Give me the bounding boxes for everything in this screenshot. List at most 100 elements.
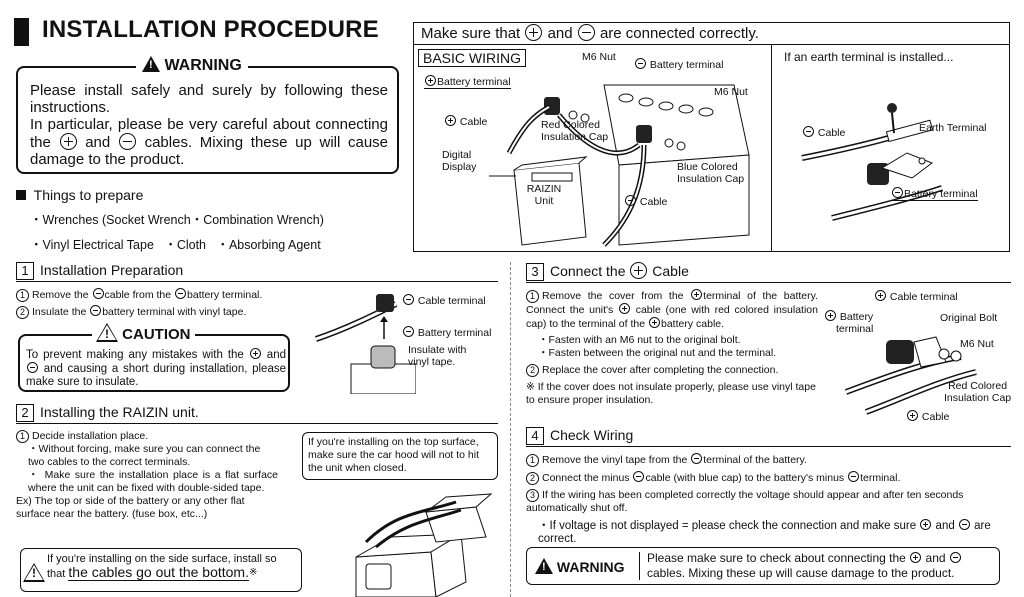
section-3-bullet-1: ・Fasten with an M6 nut to the original b… [538,334,741,346]
minus-icon [92,288,104,299]
s3-label-cable-terminal: Cable terminal [874,290,958,303]
plus-icon [649,317,660,328]
plus-icon [825,310,836,321]
minus-icon [90,305,102,316]
section-2-example: Ex) The top or side of the battery or an… [16,495,245,520]
bottom-warning-box: WARNING Please make sure to check about … [526,547,1000,585]
top-warning-heading: WARNING [136,56,248,75]
minus-icon [635,58,646,69]
plus-icon [525,24,543,41]
plus-icon [445,115,456,126]
s3-label-original-bolt: Original Bolt [940,312,998,324]
minus-icon [625,195,636,206]
page-title: INSTALLATION PROCEDURE [42,16,379,43]
minus-icon [633,471,645,482]
minus-icon [848,471,860,482]
basic-wiring-illustration [489,84,750,247]
s1-label-cable-terminal: Cable terminal [402,294,486,307]
warning-icon [535,558,553,574]
plus-icon [619,303,630,314]
section-2-bullet-1: ・Without forcing, make sure you can conn… [28,443,261,468]
earth-illustration [801,103,943,221]
section-1-illustration [315,294,416,394]
caution-icon [23,563,45,582]
wiring-divider [771,45,772,252]
minus-icon [577,24,595,41]
label-m6-nut-2: M6 Nut [714,86,748,98]
plus-icon [910,552,922,563]
minus-icon [803,126,814,137]
basic-wiring-title: BASIC WIRING [418,49,527,67]
minus-icon [958,519,970,530]
plus-icon [249,348,261,359]
label-cable-2: Cable [624,195,667,208]
caution-box: CAUTION To prevent making any mistakes w… [18,323,290,392]
warning-icon [142,56,160,72]
label-pos-terminal: Battery terminal [424,75,511,89]
basic-wiring-panel: Make sure that and are connected correct… [413,22,1010,252]
section-3-bullet-2: ・Fasten between the original nut and the… [538,347,777,359]
minus-icon [118,133,136,150]
plus-icon [875,290,886,301]
bottom-warning-divider [639,552,640,580]
caution-text: To prevent making any mistakes with the … [26,348,286,388]
plus-icon [907,410,918,421]
column-divider [510,262,511,597]
bottom-warning-label: WARNING [535,558,625,575]
top-warning-text: Please install safely and surely by foll… [30,82,389,168]
title-bar-mark [14,18,29,46]
section-4-bullet: ・If voltage is not displayed = please ch… [538,519,991,545]
side-surface-note: If you're installing on the side surface… [20,548,302,592]
minus-icon [691,453,703,464]
minus-icon [175,288,187,299]
minus-icon [403,294,414,305]
bottom-warning-text: Please make sure to check about connecti… [647,551,997,581]
s3-label-m6-nut: M6 Nut [960,338,994,350]
label-earth-terminal: Earth Terminal [919,122,987,134]
caution-icon [96,323,118,342]
label-earth-cable: Cable [802,126,845,139]
label-earth-battery-terminal: Battery terminal [891,187,978,201]
title-block: INSTALLATION PROCEDURE [14,16,394,48]
minus-icon [892,187,903,198]
plus-icon [920,519,932,530]
top-surface-note: If you're installing on the top surface,… [302,432,498,480]
label-m6-nut: M6 Nut [582,51,616,63]
earth-title: If an earth terminal is installed... [784,50,954,64]
plus-icon [630,262,648,279]
s3-label-cable: Cable [906,410,949,423]
plus-icon [425,75,436,86]
section-2-bullet-2: ・ Make sure the installation place is a … [28,469,278,494]
things-to-prepare: Things to prepare ・Wrenches (Socket Wren… [16,187,406,253]
plus-icon [59,133,77,150]
plus-icon [691,289,703,300]
top-warning-box: WARNING Please install safely and surely… [16,56,399,174]
section-3-illustration [844,336,977,415]
label-neg-terminal: Battery terminal [634,58,723,71]
section-3-note: ※ If the cover does not insulate properl… [526,381,816,406]
minus-icon [403,326,414,337]
minus-icon [949,552,961,563]
